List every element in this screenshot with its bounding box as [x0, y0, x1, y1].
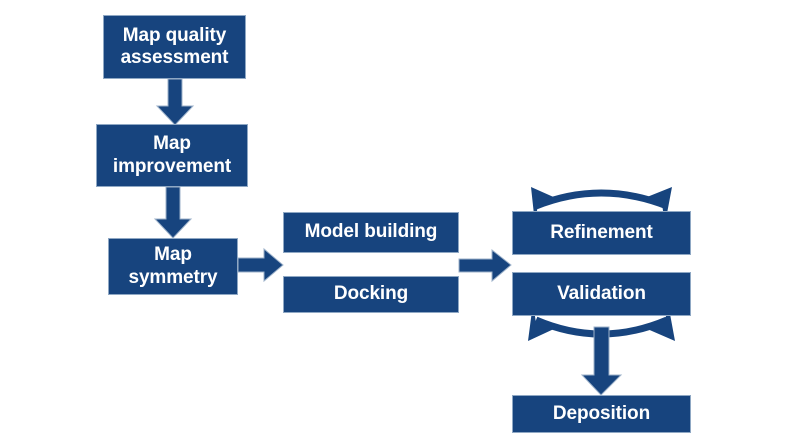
node-docking[interactable]: Docking [283, 276, 459, 313]
node-label: Model building [304, 221, 438, 243]
node-label: Deposition [552, 402, 651, 424]
arrow-map-quality-to-map-improvement [155, 78, 195, 126]
arrow-cycle-to-deposition [580, 326, 623, 396]
arrow-building-group-to-refinement [458, 248, 512, 283]
node-refinement[interactable]: Refinement [512, 211, 691, 255]
node-label: Refinement [550, 221, 653, 243]
node-deposition[interactable]: Deposition [512, 395, 691, 433]
node-label: Map improvement [112, 133, 232, 177]
node-label: Map symmetry [128, 244, 218, 288]
node-model-building[interactable]: Model building [283, 212, 459, 253]
node-map-quality-assessment[interactable]: Map quality assessment [103, 15, 246, 79]
node-label: Docking [333, 283, 409, 305]
arrow-map-improvement-to-map-symmetry [153, 186, 193, 239]
node-validation[interactable]: Validation [512, 272, 691, 316]
node-label: Validation [557, 282, 646, 304]
node-label: Map quality assessment [120, 24, 229, 68]
node-map-improvement[interactable]: Map improvement [96, 124, 248, 187]
arrow-map-symmetry-to-building-group [237, 247, 284, 283]
node-map-symmetry[interactable]: Map symmetry [108, 238, 238, 295]
